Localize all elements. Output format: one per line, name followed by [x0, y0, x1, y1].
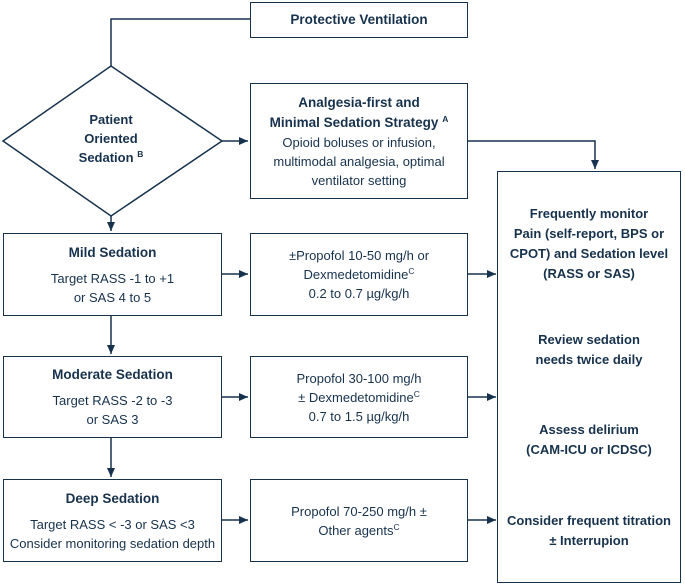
mild-sedation-target: Target RASS -1 to +1: [50, 270, 175, 286]
monitor-item-delirium: Assess delirium (CAM-ICU or ICDSC): [498, 420, 680, 460]
deep-sedation-target: Target RASS < -3 or SAS <3: [30, 516, 195, 532]
monitor-item-delirium-line-1: Assess delirium: [539, 422, 639, 437]
mild-drug-box: ±Propofol 10-50 mg/h or DexmedetomidineC…: [250, 233, 468, 316]
mild-sedation-box: Mild Sedation Target RASS -1 to +1 or SA…: [3, 233, 222, 316]
monitoring-panel: Frequently monitor Pain (self-report, BP…: [497, 171, 681, 583]
moderate-sedation-target-alt: or SAS 3: [86, 412, 139, 427]
analgesia-first-box: Analgesia-first and Minimal Sedation Str…: [250, 83, 468, 199]
analgesia-footnote-marker: A: [442, 113, 449, 124]
monitor-item-frequent: Frequently monitor Pain (self-report, BP…: [498, 204, 680, 284]
analgesia-body-line-3: ventilator setting: [311, 172, 407, 188]
monitor-item-frequent-line-4: (RASS or SAS): [543, 266, 635, 281]
moderate-sedation-box: Moderate Sedation Target RASS -2 to -3 o…: [3, 356, 222, 438]
moderate-drug-footnote-marker: C: [413, 388, 420, 399]
moderate-sedation-title: Moderate Sedation: [52, 367, 173, 382]
analgesia-body-line-2: multimodal analgesia, optimal: [273, 153, 445, 169]
monitor-item-frequent-line-2: Pain (self-report, BPS or: [513, 226, 665, 241]
moderate-drug-line-2: ± DexmedetomidineC: [298, 388, 420, 405]
mild-drug-line-2: DexmedetomidineC: [303, 266, 415, 282]
mild-drug-line-3: 0.2 to 0.7 µg/kg/h: [308, 286, 410, 301]
deep-sedation-title: Deep Sedation: [65, 490, 160, 506]
arrow-analgesia-to-monitor: [468, 140, 599, 169]
monitor-item-titration-line-2: ± Interrupion: [549, 533, 629, 548]
connector-protective-to-decision: [110, 18, 250, 66]
mild-drug-line-1: ±Propofol 10-50 mg/h or: [288, 248, 430, 263]
moderate-sedation-target: Target RASS -2 to -3: [52, 393, 173, 408]
analgesia-title-line-2: Minimal Sedation Strategy A: [269, 113, 449, 130]
deep-drug-footnote-marker: C: [393, 521, 400, 532]
moderate-drug-line-3: 0.7 to 1.5 µg/kg/h: [308, 408, 410, 424]
moderate-drug-box: Propofol 30-100 mg/h ± DexmedetomidineC …: [250, 356, 468, 438]
monitor-item-frequent-line-3: CPOT) and Sedation level: [509, 246, 669, 261]
protective-ventilation-box: Protective Ventilation: [250, 2, 468, 38]
monitor-item-review-line-1: Review sedation: [538, 332, 640, 347]
mild-sedation-target-alt: or SAS 4 to 5: [73, 289, 152, 305]
mild-sedation-title: Mild Sedation: [68, 244, 157, 260]
monitor-item-delirium-line-2: (CAM-ICU or ICDSC): [526, 442, 652, 457]
decision-line-3: Sedation B: [78, 149, 144, 165]
deep-drug-line-1: Propofol 70-250 mg/h ±: [291, 503, 427, 519]
monitor-item-titration-line-1: Consider frequent titration: [507, 513, 671, 528]
deep-sedation-box: Deep Sedation Target RASS < -3 or SAS <3…: [3, 479, 222, 562]
monitor-item-titration: Consider frequent titration ± Interrupio…: [498, 511, 680, 551]
moderate-drug-line-1: Propofol 30-100 mg/h: [296, 370, 422, 386]
deep-drug-line-2: Other agentsC: [318, 521, 400, 538]
monitor-item-review: Review sedation needs twice daily: [498, 330, 680, 370]
monitor-item-frequent-line-1: Frequently monitor: [529, 206, 649, 221]
deep-sedation-target-alt: Consider monitoring sedation depth: [9, 535, 216, 551]
protective-ventilation-label: Protective Ventilation: [290, 12, 428, 27]
analgesia-title-line-1: Analgesia-first and: [298, 94, 420, 110]
decision-label: Patient Oriented Sedation B: [48, 110, 174, 167]
decision-footnote-marker: B: [137, 149, 144, 159]
decision-line-1: Patient: [89, 112, 133, 127]
mild-drug-footnote-marker: C: [408, 266, 415, 276]
deep-drug-box: Propofol 70-250 mg/h ± Other agentsC: [250, 479, 468, 562]
analgesia-body-line-1: Opioid boluses or infusion,: [282, 134, 436, 150]
monitor-item-review-line-2: needs twice daily: [535, 352, 643, 367]
decision-line-2: Oriented: [84, 131, 138, 146]
